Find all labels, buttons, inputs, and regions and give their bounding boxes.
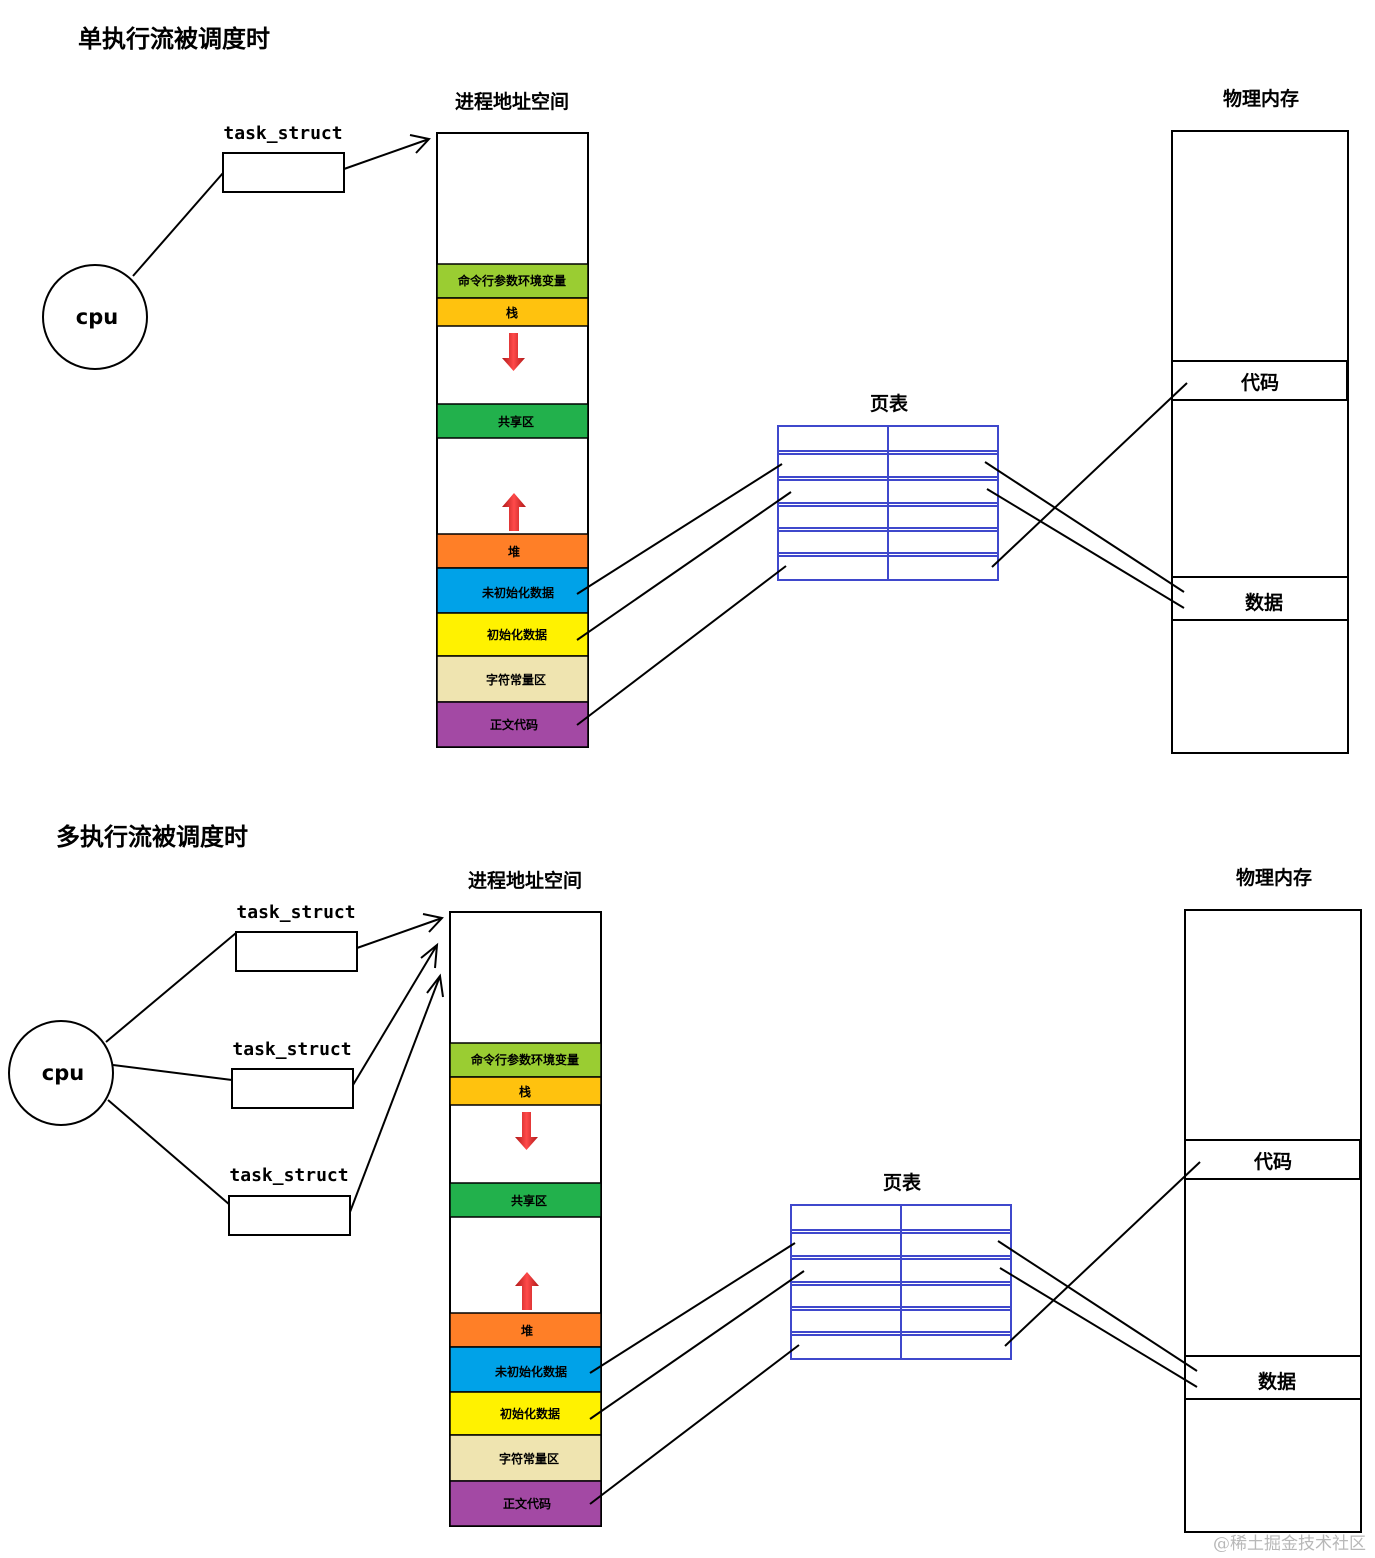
- segment-text-label-multi: 正文代码: [503, 1496, 551, 1511]
- tasks-to-address-space-arrows: [349, 913, 444, 1213]
- memory-data-label: 数据: [1245, 591, 1283, 614]
- mapping-lines-multi: [589, 1161, 1201, 1505]
- segment-data-multi: [449, 1391, 602, 1436]
- single-flow-section: 单执行流被调度时 cpu task_struct 进程地址空间 命令行参数环境变…: [42, 25, 1349, 754]
- memory-code-label: 代码: [1240, 372, 1279, 394]
- segment-text-multi: [449, 1480, 602, 1527]
- cpu-node-multi: cpu: [8, 1020, 114, 1126]
- memory-code-label-multi: 代码: [1253, 1151, 1292, 1173]
- mapping-lines: [576, 382, 1188, 726]
- segment-stack: [436, 297, 589, 327]
- address-space-column: 命令行参数环境变量 栈 共享区 堆 未初始化数据 初始化数据 字符常量区 正文代…: [436, 132, 589, 748]
- memory-code-region: [1171, 360, 1348, 401]
- multi-flow-section: 多执行流被调度时 cpu task_struct task_struct tas…: [8, 823, 1362, 1533]
- address-space-title: 进程地址空间: [455, 90, 569, 113]
- segment-shared-label-multi: 共享区: [511, 1193, 547, 1208]
- memory-data-label-multi: 数据: [1258, 1370, 1296, 1393]
- page-table-title: 页表: [870, 392, 909, 415]
- segment-shared: [436, 403, 589, 439]
- memory-code-region-multi: [1184, 1139, 1361, 1180]
- address-space-column-multi: 命令行参数环境变量 栈 共享区 堆 未初始化数据 初始化数据 字符常量区 正文代…: [449, 911, 602, 1527]
- cpu-label-multi: cpu: [42, 1061, 84, 1085]
- segment-stack-label: 栈: [506, 305, 518, 320]
- segment-stack-label-multi: 栈: [519, 1084, 531, 1099]
- segment-heap-label-multi: 堆: [521, 1323, 533, 1338]
- segment-rodata-multi: [449, 1434, 602, 1482]
- segment-rodata: [436, 655, 589, 703]
- watermark: @稀土掘金技术社区: [1213, 1534, 1366, 1554]
- segment-heap-multi: [449, 1312, 602, 1348]
- page-table: [777, 425, 999, 581]
- physical-memory-title: 物理内存: [1223, 87, 1299, 110]
- segment-data-label-multi: 初始化数据: [500, 1406, 560, 1421]
- multi-heading: 多执行流被调度时: [56, 823, 248, 851]
- task-struct-label-3: task_struct: [229, 1165, 348, 1186]
- cpu-to-tasks-lines: [105, 932, 237, 1206]
- segment-heap: [436, 533, 589, 569]
- segment-text-label: 正文代码: [490, 717, 538, 732]
- physical-memory: 代码 数据: [1171, 130, 1349, 754]
- cpu-circle: [42, 264, 148, 370]
- task-struct-box-2: [231, 1068, 354, 1109]
- memory-data-region: [1171, 576, 1349, 621]
- segment-env-vars-label: 命令行参数环境变量: [457, 273, 566, 288]
- segment-bss-label: 未初始化数据: [481, 585, 554, 600]
- segment-heap-label: 堆: [508, 544, 520, 559]
- task-struct-label-2: task_struct: [232, 1039, 351, 1060]
- task-struct-box-1: [235, 931, 358, 972]
- stack-grows-down-arrow-icon-multi: [515, 1112, 538, 1150]
- page-table-title-multi: 页表: [883, 1171, 922, 1194]
- memory-data-region-multi: [1184, 1355, 1362, 1400]
- cpu-to-task-line: [132, 172, 224, 277]
- segment-shared-multi: [449, 1182, 602, 1218]
- task-struct-label-1: task_struct: [236, 902, 355, 923]
- single-heading: 单执行流被调度时: [78, 25, 270, 53]
- task-struct-box: [222, 152, 345, 193]
- cpu-circle-multi: [8, 1020, 114, 1126]
- segment-data: [436, 612, 589, 657]
- task-struct-label: task_struct: [223, 123, 342, 144]
- cpu-label: cpu: [76, 305, 118, 329]
- stack-grows-down-arrow-icon: [502, 333, 525, 371]
- segment-rodata-label-multi: 字符常量区: [499, 1451, 559, 1466]
- segment-shared-label: 共享区: [498, 414, 534, 429]
- segment-rodata-label: 字符常量区: [486, 672, 546, 687]
- physical-memory-multi: 代码 数据: [1184, 909, 1362, 1533]
- cpu-node: cpu: [42, 264, 148, 370]
- segment-bss-label-multi: 未初始化数据: [494, 1364, 567, 1379]
- segment-stack-multi: [449, 1076, 602, 1106]
- address-space-title-multi: 进程地址空间: [468, 869, 582, 892]
- segment-env-vars-label-multi: 命令行参数环境变量: [470, 1052, 579, 1067]
- segment-text: [436, 701, 589, 748]
- physical-memory-title-multi: 物理内存: [1236, 866, 1312, 889]
- task-to-address-space-arrow: [343, 134, 431, 170]
- segment-data-label: 初始化数据: [487, 627, 547, 642]
- segment-bss: [436, 567, 589, 614]
- task-struct-box-3: [228, 1195, 351, 1236]
- heap-grows-up-arrow-icon: [502, 493, 526, 531]
- page-table-multi: [790, 1204, 1012, 1360]
- segment-env-vars: [436, 263, 589, 299]
- heap-grows-up-arrow-icon-multi: [515, 1272, 539, 1310]
